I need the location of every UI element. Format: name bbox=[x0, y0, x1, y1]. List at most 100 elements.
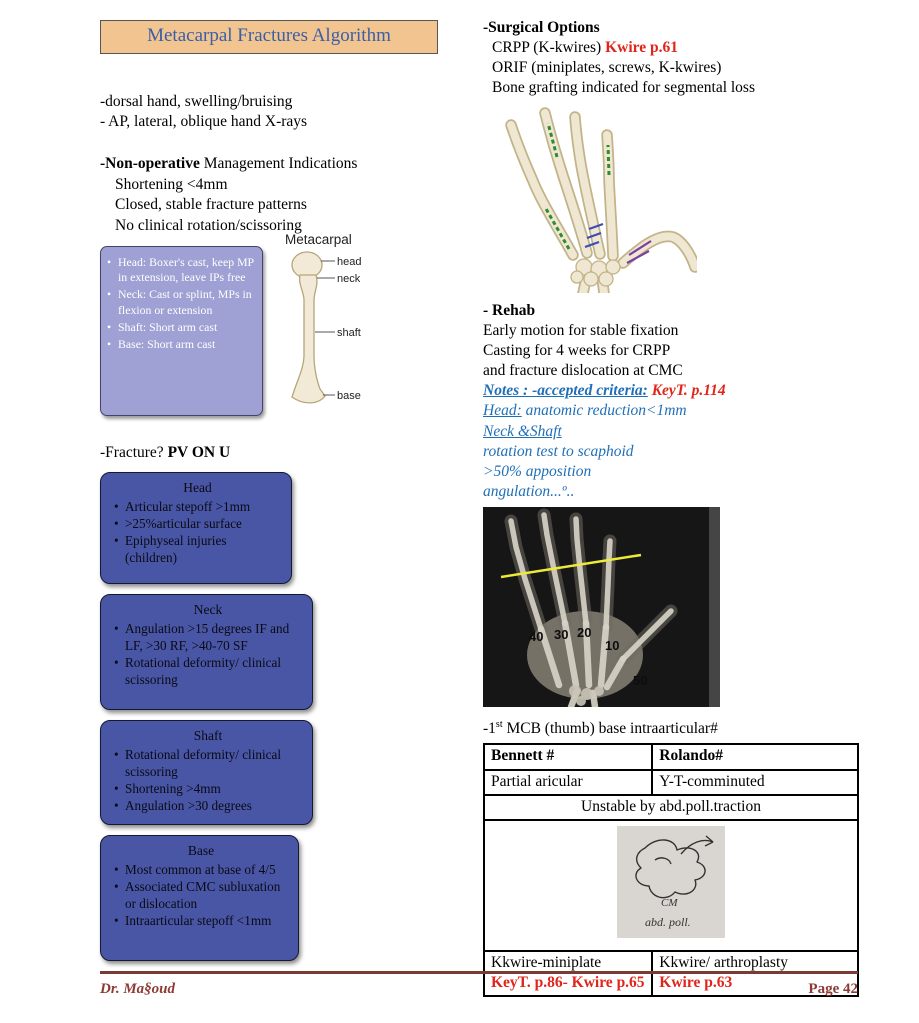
table-cell-bennett-type: Partial aricular bbox=[482, 768, 654, 796]
exam-line: -dorsal hand, swelling/bruising bbox=[100, 93, 293, 110]
criteria-box-title: Head bbox=[183, 480, 212, 496]
bullet-item: Most common at base of 4/5 bbox=[114, 861, 288, 878]
surgical-options-heading: -Surgical Options bbox=[483, 19, 600, 36]
bone-label-neck: neck bbox=[337, 273, 361, 285]
left-column: Metacarpal Fractures Algorithm -dorsal h… bbox=[100, 20, 448, 962]
criteria-box-base: Base Most common at base of 4/5 Associat… bbox=[100, 835, 299, 962]
rolando-treatment-text: Kkwire/ arthroplasty bbox=[659, 953, 788, 971]
criteria-box-title: Base bbox=[187, 843, 215, 859]
xray-number-40: 40 bbox=[529, 629, 543, 644]
bullet-item: >25%articular surface bbox=[114, 515, 281, 532]
bone-label-head: head bbox=[337, 256, 361, 268]
criteria-list: Angulation >15 degrees IF and LF, >30 RF… bbox=[114, 620, 302, 689]
xray-number-20: 20 bbox=[577, 625, 591, 640]
exam-line: - AP, lateral, oblique hand X-rays bbox=[100, 113, 308, 131]
criteria-box-title: Shaft bbox=[193, 728, 223, 744]
xray-number-50: 50 bbox=[633, 673, 647, 688]
notes-label: Notes : bbox=[483, 382, 533, 400]
bone-diagram-title: Metacarpal bbox=[285, 232, 352, 248]
bullet-item: Head: Boxer's cast, keep MP in extension… bbox=[107, 255, 256, 285]
fracture-heading-prefix: -Fracture? bbox=[100, 444, 168, 462]
bullet-item: Angulation >30 degrees bbox=[114, 797, 302, 814]
criteria-list: Most common at base of 4/5 Associated CM… bbox=[114, 861, 288, 930]
bullet-item: Base: Short arm cast bbox=[107, 337, 256, 352]
bullet-item: Shaft: Short arm cast bbox=[107, 320, 256, 335]
exam-findings: -dorsal hand, swelling/bruising - AP, la… bbox=[100, 92, 448, 133]
sketch-handwriting: CM bbox=[661, 897, 678, 909]
notes-heading-line: Notes : -accepted criteria: KeyT. p.114 bbox=[483, 381, 863, 401]
notes-apposition-line: >50% apposition bbox=[483, 462, 592, 480]
page-footer: Dr. Ma§oud Page 42 bbox=[100, 971, 858, 998]
xray-number-30: 30 bbox=[554, 627, 568, 642]
footer-author: Dr. Ma§oud bbox=[100, 981, 176, 997]
indication-line: No clinical rotation/scissoring bbox=[115, 216, 302, 234]
bone-label-shaft: shaft bbox=[337, 327, 361, 339]
notes-reference: KeyT. p.114 bbox=[651, 382, 726, 400]
crpp-reference: Kwire p.61 bbox=[605, 39, 679, 57]
mcb-ordinal: st bbox=[495, 719, 503, 731]
rolando-treatment-reference: Kwire p.63 bbox=[659, 974, 733, 992]
bullet-item: Articular stepoff >1mm bbox=[114, 498, 281, 515]
notes-angulation-line: angulation...º.. bbox=[483, 482, 575, 500]
bennett-rolando-table: Bennett # Rolando# Partial aricular Y-T-… bbox=[482, 743, 859, 998]
notes-head-line: Head: anatomic reduction<1mm bbox=[483, 401, 863, 421]
bullet-item: Intraarticular stepoff <1mm bbox=[114, 912, 288, 929]
table-sketch-cell: CM abd. poll. bbox=[483, 818, 859, 952]
table-cell-rolando-type: Y-T-comminuted bbox=[651, 768, 859, 796]
hand-xray-image: 40 30 20 10 50 bbox=[483, 507, 863, 713]
criteria-box-shaft: Shaft Rotational deformity/ clinical sci… bbox=[100, 720, 313, 826]
crpp-text: CRPP (K-kwires) bbox=[492, 39, 606, 57]
nonoperative-indications: Shortening <4mm Closed, stable fracture … bbox=[115, 175, 448, 236]
cast-and-diagram-row: Head: Boxer's cast, keep MP in extension… bbox=[100, 232, 448, 417]
bullet-item: Associated CMC subluxation or dislocatio… bbox=[114, 878, 288, 912]
orif-line: ORIF (miniplates, screws, K-kwires) bbox=[492, 59, 722, 77]
crpp-line: CRPP (K-kwires) Kwire p.61 bbox=[492, 38, 863, 58]
indication-line: Closed, stable fracture patterns bbox=[115, 196, 307, 214]
fracture-heading-bold: PV ON U bbox=[167, 444, 231, 462]
rehab-line: Casting for 4 weeks for CRPP bbox=[483, 341, 671, 359]
rehab-line: and fracture dislocation at CMC bbox=[483, 362, 683, 380]
mcb-prefix: -1 bbox=[483, 720, 496, 738]
thumb-deforming-forces-sketch: CM abd. poll. bbox=[617, 825, 725, 938]
thumb-base-heading: -1st MCB (thumb) base intraarticular# bbox=[483, 719, 863, 739]
nonoperative-heading-rest: Management Indications bbox=[199, 154, 358, 172]
metacarpal-bone-diagram: Metacarpal head neck shaft base bbox=[271, 232, 379, 416]
notes-neck-shaft-label: Neck &Shaft bbox=[483, 422, 562, 440]
bone-label-base: base bbox=[337, 390, 361, 402]
notes-rotation-line: rotation test to scaphoid bbox=[483, 442, 634, 460]
mcb-rest: MCB (thumb) base intraarticular# bbox=[502, 720, 718, 738]
bullet-item: Angulation >15 degrees IF and LF, >30 RF… bbox=[114, 620, 302, 654]
fracture-algorithm-heading: -Fracture? PV ON U bbox=[100, 444, 448, 462]
table-merged-unstable: Unstable by abd.poll.traction bbox=[483, 793, 859, 821]
notes-head-text: anatomic reduction<1mm bbox=[521, 402, 687, 420]
bullet-item: Epiphyseal injuries (children) bbox=[114, 532, 281, 566]
criteria-box-head: Head Articular stepoff >1mm >25%articula… bbox=[100, 472, 292, 585]
notes-section: Notes : -accepted criteria: KeyT. p.114 … bbox=[483, 381, 863, 502]
bennett-treatment-reference: KeyT. p.86- Kwire p.65 bbox=[491, 974, 645, 992]
bullet-item: Rotational deformity/ clinical scissorin… bbox=[114, 746, 302, 780]
table-header-bennett: Bennett # bbox=[482, 743, 654, 771]
right-column: -Surgical Options CRPP (K-kwires) Kwire … bbox=[482, 18, 863, 998]
xray-number-10: 10 bbox=[605, 638, 619, 653]
notes-head-label: Head: bbox=[483, 402, 522, 420]
bullet-item: Neck: Cast or splint, MPs in flexion or … bbox=[107, 287, 256, 317]
nonoperative-heading-bold: -Non-operative bbox=[100, 154, 200, 172]
indication-line: Shortening <4mm bbox=[115, 175, 228, 193]
criteria-box-neck: Neck Angulation >15 degrees IF and LF, >… bbox=[100, 594, 313, 711]
rehab-heading: - Rehab bbox=[483, 301, 536, 319]
bullet-item: Rotational deformity/ clinical scissorin… bbox=[114, 654, 302, 688]
cast-management-list: Head: Boxer's cast, keep MP in extension… bbox=[107, 255, 256, 352]
table-header-rolando: Rolando# bbox=[651, 743, 859, 771]
page-title: Metacarpal Fractures Algorithm bbox=[100, 20, 438, 54]
bennett-treatment-text: Kkwire-miniplate bbox=[491, 953, 602, 971]
bone-graft-line: Bone grafting indicated for segmental lo… bbox=[492, 79, 756, 97]
sketch-caption: abd. poll. bbox=[645, 915, 691, 929]
bullet-item: Shortening >4mm bbox=[114, 780, 302, 797]
rehab-line: Early motion for stable fixation bbox=[483, 321, 679, 339]
criteria-box-title: Neck bbox=[193, 602, 223, 618]
metacarpal-bone-illustration: head neck shaft base bbox=[291, 251, 361, 404]
notes-criteria-label: -accepted criteria: bbox=[532, 382, 648, 400]
nonoperative-heading: -Non-operative Management Indications bbox=[100, 155, 448, 173]
rehab-section: - Rehab Early motion for stable fixation… bbox=[483, 301, 863, 382]
